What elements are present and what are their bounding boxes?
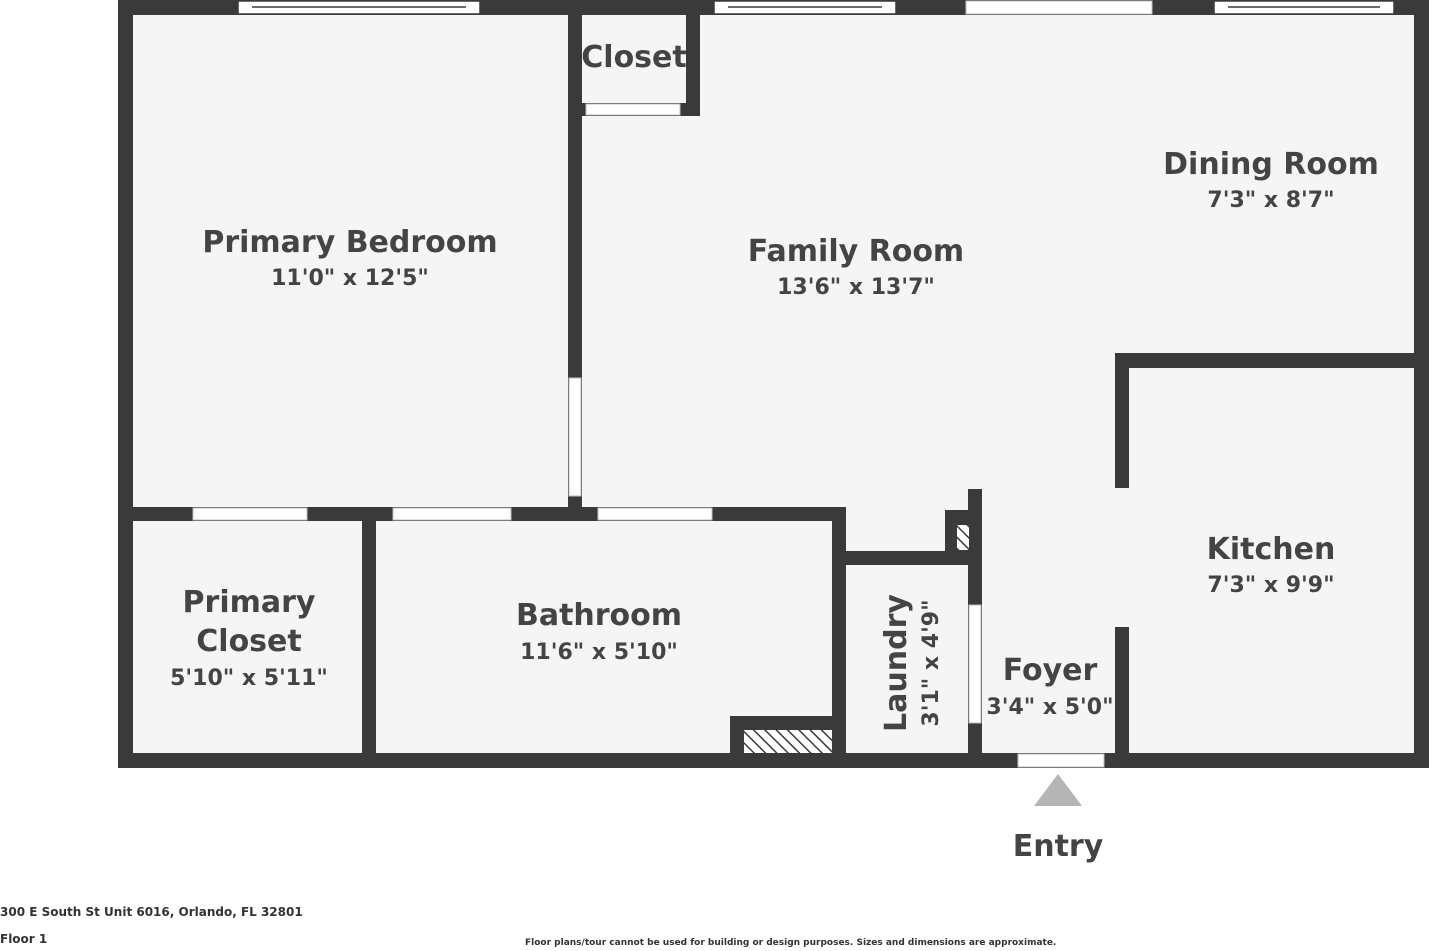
laundry-name: Laundry [879,594,914,732]
door-openings [192,0,1153,768]
laundry-dims: 3'1" x 4'9" [919,599,944,726]
primary-closet-name-line1: Primary [183,585,316,620]
entry-label: Entry [1013,829,1104,864]
family-room-dims: 13'6" x 13'7" [777,275,935,300]
floor-area [125,8,1421,761]
kitchen-name: Kitchen [1207,532,1336,567]
hatched-vanity [744,730,832,753]
property-address: 300 E South St Unit 6016, Orlando, FL 32… [0,905,303,919]
closet-name: Closet [581,40,686,75]
primary-bedroom-dims: 11'0" x 12'5" [271,266,429,291]
bathroom-dims: 11'6" x 5'10" [520,640,678,665]
disclaimer-text: Floor plans/tour cannot be used for buil… [525,938,1057,948]
foyer-dims: 3'4" x 5'0" [986,695,1113,720]
dining-room-name: Dining Room [1163,147,1379,182]
foyer-name: Foyer [1003,653,1098,688]
dining-room-dims: 7'3" x 8'7" [1207,188,1334,213]
bathroom-name: Bathroom [516,598,682,633]
primary-closet-dims: 5'10" x 5'11" [170,666,328,691]
primary-bedroom-name: Primary Bedroom [202,225,497,260]
floor-label: Floor 1 [0,932,48,946]
family-room-name: Family Room [748,234,964,269]
primary-closet-name-line2: Closet [196,624,301,659]
entry-arrow-icon [1034,774,1082,806]
windows [237,0,1395,15]
hatched-chase-small [957,525,969,550]
kitchen-dims: 7'3" x 9'9" [1207,573,1334,598]
